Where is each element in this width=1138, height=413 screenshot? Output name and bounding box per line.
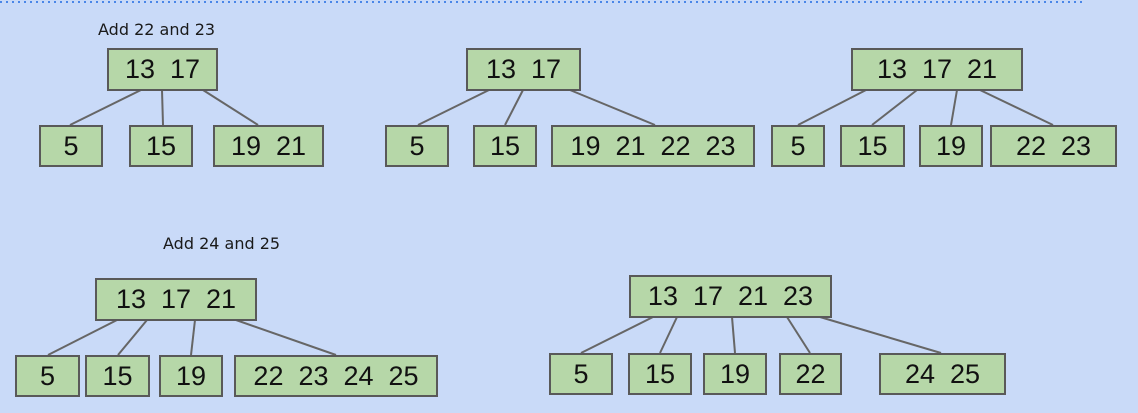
tree2-child-node: 19 21 22 23 bbox=[551, 125, 755, 167]
tree4-child-node: 15 bbox=[85, 355, 150, 397]
edge-t5-5 bbox=[819, 316, 942, 354]
edge-t1-2 bbox=[161, 89, 164, 126]
tree1-root-node: 13 17 bbox=[107, 48, 218, 91]
tree3-child-node: 19 bbox=[919, 125, 983, 167]
edge-t2-1 bbox=[417, 89, 490, 126]
edge-t4-1 bbox=[47, 319, 118, 356]
edge-t5-1 bbox=[580, 316, 654, 354]
edge-t2-3 bbox=[569, 89, 656, 126]
tree5-child-node: 15 bbox=[628, 353, 692, 395]
tree1-child-node: 19 21 bbox=[213, 125, 324, 167]
tree3-child-node: 15 bbox=[840, 125, 905, 167]
edge-t4-2 bbox=[117, 319, 148, 356]
edge-t5-4 bbox=[786, 316, 811, 354]
tree5-child-node: 19 bbox=[703, 353, 767, 395]
tree1-child-node: 15 bbox=[129, 125, 193, 167]
edge-t5-2 bbox=[659, 316, 678, 354]
edge-t3-1 bbox=[797, 89, 867, 126]
dotted-top-border bbox=[0, 1, 1084, 3]
tree1-child-node: 5 bbox=[39, 125, 103, 167]
edge-t3-4 bbox=[979, 89, 1054, 126]
tree2-root-node: 13 17 bbox=[466, 48, 581, 91]
tree4-root-node: 13 17 21 bbox=[95, 278, 257, 321]
caption-add-22-23: Add 22 and 23 bbox=[98, 20, 216, 39]
caption-add-24-25: Add 24 and 25 bbox=[163, 234, 281, 253]
tree5-child-node: 24 25 bbox=[879, 353, 1006, 395]
edge-t1-3 bbox=[202, 89, 259, 126]
edge-t2-2 bbox=[504, 89, 524, 126]
tree4-child-node: 19 bbox=[159, 355, 223, 397]
edge-t3-2 bbox=[871, 89, 918, 126]
edge-t4-4 bbox=[235, 319, 337, 356]
tree5-child-node: 5 bbox=[549, 353, 613, 395]
edge-t4-3 bbox=[190, 319, 196, 356]
tree3-root-node: 13 17 21 bbox=[851, 48, 1023, 91]
tree3-child-node: 5 bbox=[771, 125, 825, 167]
tree4-child-node: 5 bbox=[15, 355, 80, 397]
tree5-root-node: 13 17 21 23 bbox=[629, 275, 832, 318]
edge-t3-3 bbox=[950, 89, 958, 126]
tree3-child-node: 22 23 bbox=[990, 125, 1117, 167]
edge-t5-3 bbox=[731, 316, 736, 354]
tree2-child-node: 5 bbox=[385, 125, 449, 167]
edge-t1-1 bbox=[69, 89, 142, 126]
tree5-child-node: 22 bbox=[779, 353, 842, 395]
tree2-child-node: 15 bbox=[473, 125, 537, 167]
tree4-child-node: 22 23 24 25 bbox=[234, 355, 438, 397]
